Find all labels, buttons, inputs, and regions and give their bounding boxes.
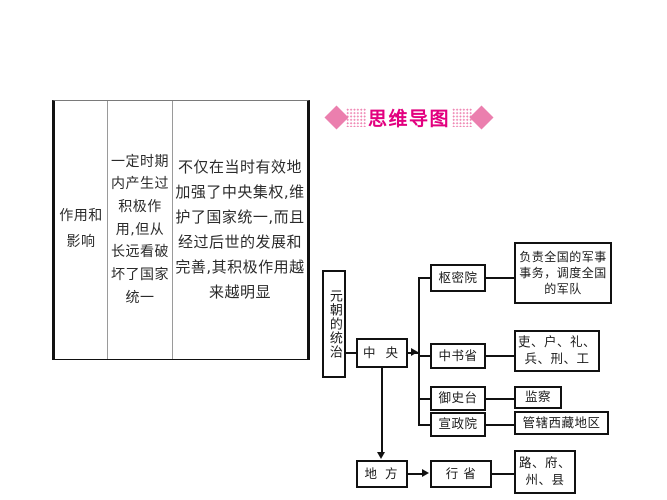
diamond-left-icon bbox=[324, 104, 349, 130]
connector-trunk-to-yushitai bbox=[418, 398, 430, 400]
connector-trunk-to-shumiyuan bbox=[418, 277, 430, 279]
connector-central-to-local bbox=[381, 368, 383, 452]
desc-shumiyuan: 负责全国的军事事务，调度全国的军队 bbox=[514, 242, 612, 304]
connector-trunk-to-zhongshusheng bbox=[418, 355, 430, 357]
arrow-right-local-icon bbox=[422, 469, 429, 477]
arrow-down-to-local-icon bbox=[377, 452, 385, 459]
connector-root-to-central bbox=[346, 352, 356, 354]
connector-shumiyuan-to-desc bbox=[486, 277, 514, 279]
node-yushitai: 御史台 bbox=[430, 386, 486, 411]
comparison-table: 作用和影响 一定时期内产生过积极作用,但从长远看破坏了国家统一 不仅在当时有效地… bbox=[52, 100, 310, 360]
table-cell-positive-effect: 不仅在当时有效地加强了中央集权,维护了国家统一,而且经过后世的发展和完善,其积极… bbox=[173, 101, 307, 359]
connector-zhongshusheng-to-desc bbox=[486, 355, 514, 357]
table-cell-negative-effect: 一定时期内产生过积极作用,但从长远看破坏了国家统一 bbox=[108, 101, 173, 359]
node-central: 中 央 bbox=[356, 338, 408, 368]
node-xingsheng: 行 省 bbox=[430, 460, 492, 488]
mindmap-title: 思维导图 bbox=[324, 102, 494, 132]
connector-central-trunk bbox=[418, 277, 420, 425]
mindmap-title-text: 思维导图 bbox=[368, 107, 451, 130]
table-cell-row-label-text: 作用和影响 bbox=[59, 208, 103, 250]
desc-yushitai: 监察 bbox=[514, 386, 562, 409]
connector-xuanzhengyuan-to-desc bbox=[486, 424, 514, 426]
connector-xingsheng-to-desc bbox=[492, 473, 514, 475]
mindmap-panel: 思维导图 元朝的统治 中 央 地 方 枢密院 中书省 御史台 宣政院 行 省 负… bbox=[318, 98, 648, 494]
table-cell-row-label: 作用和影响 bbox=[55, 101, 108, 359]
desc-xingsheng: 路、府、州、县 bbox=[514, 450, 576, 494]
node-root: 元朝的统治 bbox=[322, 270, 346, 378]
node-local: 地 方 bbox=[356, 460, 408, 488]
table-cell-negative-effect-text: 一定时期内产生过积极作用,但从长远看破坏了国家统一 bbox=[111, 153, 169, 306]
arrow-right-central-icon bbox=[411, 348, 418, 356]
desc-xuanzhengyuan: 管辖西藏地区 bbox=[514, 411, 609, 435]
dot-pattern-right-icon bbox=[452, 107, 473, 127]
table-cell-positive-effect-text: 不仅在当时有效地加强了中央集权,维护了国家统一,而且经过后世的发展和完善,其积极… bbox=[175, 158, 305, 301]
connector-trunk-to-xuanzhengyuan bbox=[418, 424, 430, 426]
node-zhongshusheng: 中书省 bbox=[430, 343, 486, 369]
connector-yushitai-to-desc bbox=[486, 398, 514, 400]
node-root-label: 元朝的统治 bbox=[326, 289, 342, 359]
node-shumiyuan: 枢密院 bbox=[430, 264, 486, 292]
connector-local-to-xingsheng bbox=[408, 473, 424, 475]
dot-pattern-left-icon bbox=[346, 107, 366, 127]
desc-zhongshusheng: 吏、户、礼、兵、刑、工 bbox=[514, 330, 600, 372]
node-xuanzhengyuan: 宣政院 bbox=[430, 412, 486, 437]
diamond-right-icon bbox=[469, 104, 494, 130]
